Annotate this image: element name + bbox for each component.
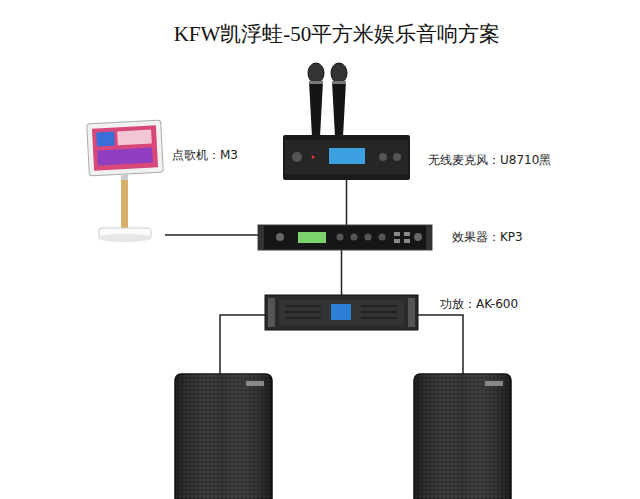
device-label: 点歌机：M3 <box>172 148 238 162</box>
amp-vent <box>361 311 397 313</box>
signal-cable <box>165 234 258 236</box>
effects-button <box>404 239 410 243</box>
effects-button <box>394 232 400 236</box>
amp-vent <box>285 317 321 319</box>
amp-body <box>265 295 418 330</box>
amp-handle <box>408 298 415 327</box>
receiver-knob <box>292 152 302 162</box>
speaker-shade <box>175 374 272 499</box>
rack-ear <box>426 225 432 250</box>
screen-tile <box>117 130 152 146</box>
amp-handle <box>268 298 275 327</box>
mic-body <box>332 81 346 137</box>
device-label: 功放：AK-600 <box>440 297 518 311</box>
speaker-body <box>175 374 272 499</box>
mic-ring <box>332 81 346 84</box>
speaker-cabinet <box>414 374 511 499</box>
amp-vent <box>285 311 321 313</box>
effects-knob <box>351 234 358 241</box>
amp-panel <box>279 300 404 325</box>
speaker-shade <box>414 374 511 499</box>
amplifier-node: 功放：AK-600 <box>265 295 418 330</box>
speaker-badge <box>246 381 264 386</box>
diagram-title: KFW凯浮蛙-50平方米娱乐音响方案 <box>0 20 640 48</box>
amp-display <box>331 304 351 320</box>
mic-ring <box>309 81 323 84</box>
screen-tile <box>97 148 153 166</box>
speaker-wire <box>418 315 463 374</box>
receiver-body <box>283 135 410 180</box>
receiver-knob <box>379 153 387 161</box>
receiver-led <box>312 156 315 159</box>
effects-knob <box>365 234 372 241</box>
amp-vent <box>361 305 397 307</box>
speaker-badge <box>485 381 503 386</box>
signal-cable <box>341 250 343 295</box>
mic-body <box>309 81 323 137</box>
receiver-front <box>285 140 408 174</box>
effects-knob <box>276 233 284 241</box>
amp-vent <box>285 305 321 307</box>
speaker-body <box>414 374 511 499</box>
signal-cable <box>346 180 348 225</box>
stand-pole <box>121 180 128 230</box>
screen <box>92 125 158 170</box>
effects-button <box>394 239 400 243</box>
effects-knob <box>414 233 422 241</box>
mic-receiver-picture <box>283 62 410 180</box>
mic-head <box>331 63 347 83</box>
effects-unit-picture <box>258 225 432 250</box>
speaker-wire <box>220 315 265 374</box>
device-label: 无线麦克风：U8710黑 <box>428 153 551 167</box>
screen-frame <box>87 120 164 176</box>
stand-foot <box>98 234 152 242</box>
screen-tile <box>96 132 115 147</box>
device-label: 效果器：KP3 <box>452 230 523 244</box>
effects-body <box>258 225 432 250</box>
speaker-cabinet <box>175 374 272 499</box>
effects-display <box>298 232 326 243</box>
rack-ear <box>258 225 264 250</box>
song-machine-picture <box>85 120 165 245</box>
amplifier-picture <box>265 295 418 330</box>
effects-knob <box>337 234 344 241</box>
effects-unit-node: 效果器：KP3 <box>258 225 432 250</box>
effects-knob <box>379 234 386 241</box>
effects-button <box>404 232 410 236</box>
receiver-knob <box>393 153 401 161</box>
mic-receiver-node: 无线麦克风：U8710黑 <box>283 62 410 180</box>
mic-head <box>308 63 324 83</box>
receiver-display <box>329 148 365 164</box>
amp-vent <box>361 317 397 319</box>
song-machine-node: 点歌机：M3 <box>85 120 165 245</box>
